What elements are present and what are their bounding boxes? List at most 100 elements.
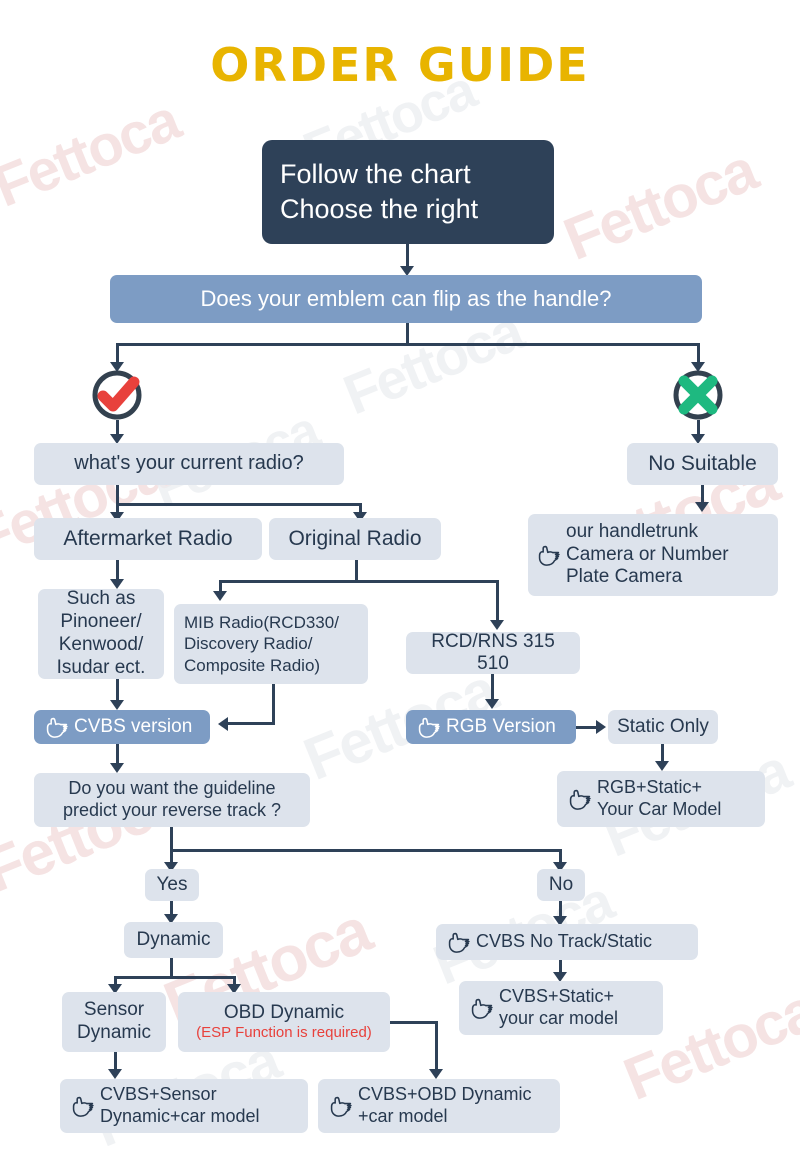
emblem-question-label: Does your emblem can flip as the handle? bbox=[200, 286, 612, 312]
arrow-icon bbox=[108, 984, 122, 994]
arrow-icon bbox=[400, 266, 414, 276]
connector bbox=[359, 503, 362, 515]
cvbs-obd-line-1: CVBS+OBD Dynamic bbox=[358, 1084, 532, 1105]
connector bbox=[272, 684, 275, 722]
connector bbox=[116, 420, 119, 438]
arrow-icon bbox=[596, 720, 606, 734]
cvbs-sensor-result-box: CVBS+Sensor Dynamic+car model bbox=[60, 1079, 308, 1133]
handletrunk-line-1: our handletrunk bbox=[566, 521, 699, 543]
arrow-icon bbox=[218, 717, 228, 731]
sensor-dynamic-line-2: Dynamic bbox=[77, 1022, 151, 1043]
cvbs-no-track-label: CVBS No Track/Static bbox=[476, 931, 653, 952]
dynamic-box: Dynamic bbox=[124, 922, 223, 958]
guideline-line-2: predict your reverse track ? bbox=[62, 800, 282, 820]
connector bbox=[435, 1021, 438, 1072]
cvbs-static-line-1: CVBS+Static+ bbox=[499, 986, 615, 1007]
pointing-hand-icon bbox=[567, 788, 593, 812]
connector bbox=[116, 503, 119, 515]
cvbs-static-car-label: CVBS+Static+ your car model bbox=[499, 986, 618, 1029]
connector bbox=[114, 976, 236, 979]
cvbs-version-box: CVBS version bbox=[34, 710, 210, 744]
arrow-icon bbox=[164, 914, 178, 924]
rgb-version-label: RGB Version bbox=[446, 715, 556, 737]
connector bbox=[697, 343, 700, 365]
connector bbox=[170, 958, 173, 976]
arrow-icon bbox=[110, 362, 124, 372]
arrow-icon bbox=[691, 362, 705, 372]
connector bbox=[114, 976, 117, 986]
sensor-dynamic-line-1: Sensor bbox=[83, 999, 145, 1021]
answer-no-label: No bbox=[548, 873, 574, 895]
rcd-rns-label: RCD/RNS 315 510 bbox=[431, 630, 555, 674]
arrow-icon bbox=[108, 1069, 122, 1079]
connector bbox=[661, 744, 664, 764]
guideline-question-label: Do you want the guideline predict your r… bbox=[63, 778, 281, 822]
connector bbox=[170, 827, 173, 849]
emblem-question-box: Does your emblem can flip as the handle? bbox=[110, 275, 702, 323]
cvbs-sensor-line-1: CVBS+Sensor bbox=[100, 1084, 217, 1105]
sensor-dynamic-box: Sensor Dynamic bbox=[62, 992, 166, 1052]
no-suitable-label: No Suitable bbox=[648, 451, 757, 475]
obd-dynamic-note: (ESP Function is required) bbox=[196, 1024, 372, 1042]
aftermarket-radio-label: Aftermarket Radio bbox=[63, 526, 233, 550]
arrow-icon bbox=[553, 916, 567, 926]
connector bbox=[116, 679, 119, 703]
connector bbox=[116, 503, 362, 506]
rgb-static-car-label: RGB+Static+ Your Car Model bbox=[597, 777, 721, 820]
connector bbox=[559, 960, 562, 976]
watermark: Fettoca bbox=[0, 87, 188, 220]
guideline-question-box: Do you want the guideline predict your r… bbox=[34, 773, 310, 827]
arrow-icon bbox=[695, 502, 709, 512]
arrow-icon bbox=[655, 761, 669, 771]
guideline-line-1: Do you want the guideline bbox=[68, 778, 276, 799]
connector bbox=[355, 560, 358, 580]
connector bbox=[390, 1021, 438, 1024]
cross-circle-icon bbox=[670, 367, 726, 423]
answer-yes-label: Yes bbox=[156, 873, 188, 895]
connector bbox=[491, 674, 494, 702]
obd-dynamic-box: OBD Dynamic (ESP Function is required) bbox=[178, 992, 390, 1052]
connector bbox=[116, 343, 119, 365]
connector bbox=[559, 849, 562, 865]
connector bbox=[233, 976, 236, 986]
connector bbox=[219, 580, 222, 594]
page-title: ORDER GUIDE bbox=[210, 38, 590, 92]
arrow-icon bbox=[110, 434, 124, 444]
original-radio-label: Original Radio bbox=[288, 526, 422, 550]
current-radio-question-label: what's your current radio? bbox=[74, 452, 304, 475]
cvbs-static-car-box: CVBS+Static+ your car model bbox=[459, 981, 663, 1035]
mib-line-3: Composite Radio) bbox=[184, 655, 321, 675]
arrow-icon bbox=[110, 579, 124, 589]
original-radio-box: Original Radio bbox=[269, 518, 441, 560]
intro-line-2: Choose the right bbox=[280, 194, 479, 224]
cvbs-sensor-line-2: Dynamic+car model bbox=[100, 1106, 260, 1126]
dynamic-label: Dynamic bbox=[136, 928, 211, 950]
such-as-box: Such as Pinoneer/ Kenwood/ Isudar ect. bbox=[38, 588, 164, 679]
pointing-hand-icon bbox=[416, 716, 442, 740]
connector bbox=[228, 722, 275, 725]
connector bbox=[406, 323, 409, 343]
connector bbox=[406, 244, 409, 270]
cvbs-obd-line-2: +car model bbox=[358, 1106, 448, 1126]
rgb-static-line-1: RGB+Static+ bbox=[597, 777, 703, 798]
no-suitable-box: No Suitable bbox=[627, 443, 778, 485]
connector bbox=[219, 580, 499, 583]
arrow-icon bbox=[164, 862, 178, 872]
rgb-version-box: RGB Version bbox=[406, 710, 576, 744]
connector bbox=[114, 1052, 117, 1072]
connector bbox=[170, 849, 173, 865]
sensor-dynamic-label: Sensor Dynamic bbox=[77, 999, 151, 1045]
connector bbox=[116, 560, 119, 582]
handletrunk-camera-label: our handletrunk Camera or Number Plate C… bbox=[566, 521, 729, 588]
obd-dynamic-label: OBD Dynamic bbox=[223, 1001, 345, 1023]
pointing-hand-icon bbox=[70, 1095, 96, 1119]
such-as-label: Such as Pinoneer/ Kenwood/ Isudar ect. bbox=[57, 588, 146, 679]
arrow-icon bbox=[691, 434, 705, 444]
watermark: Fettoca bbox=[554, 136, 765, 273]
connector bbox=[116, 744, 119, 766]
connector bbox=[559, 901, 562, 919]
cvbs-obd-result-label: CVBS+OBD Dynamic +car model bbox=[358, 1084, 532, 1127]
arrow-icon bbox=[429, 1069, 443, 1079]
rcd-rns-box: RCD/RNS 315 510 bbox=[406, 630, 580, 674]
